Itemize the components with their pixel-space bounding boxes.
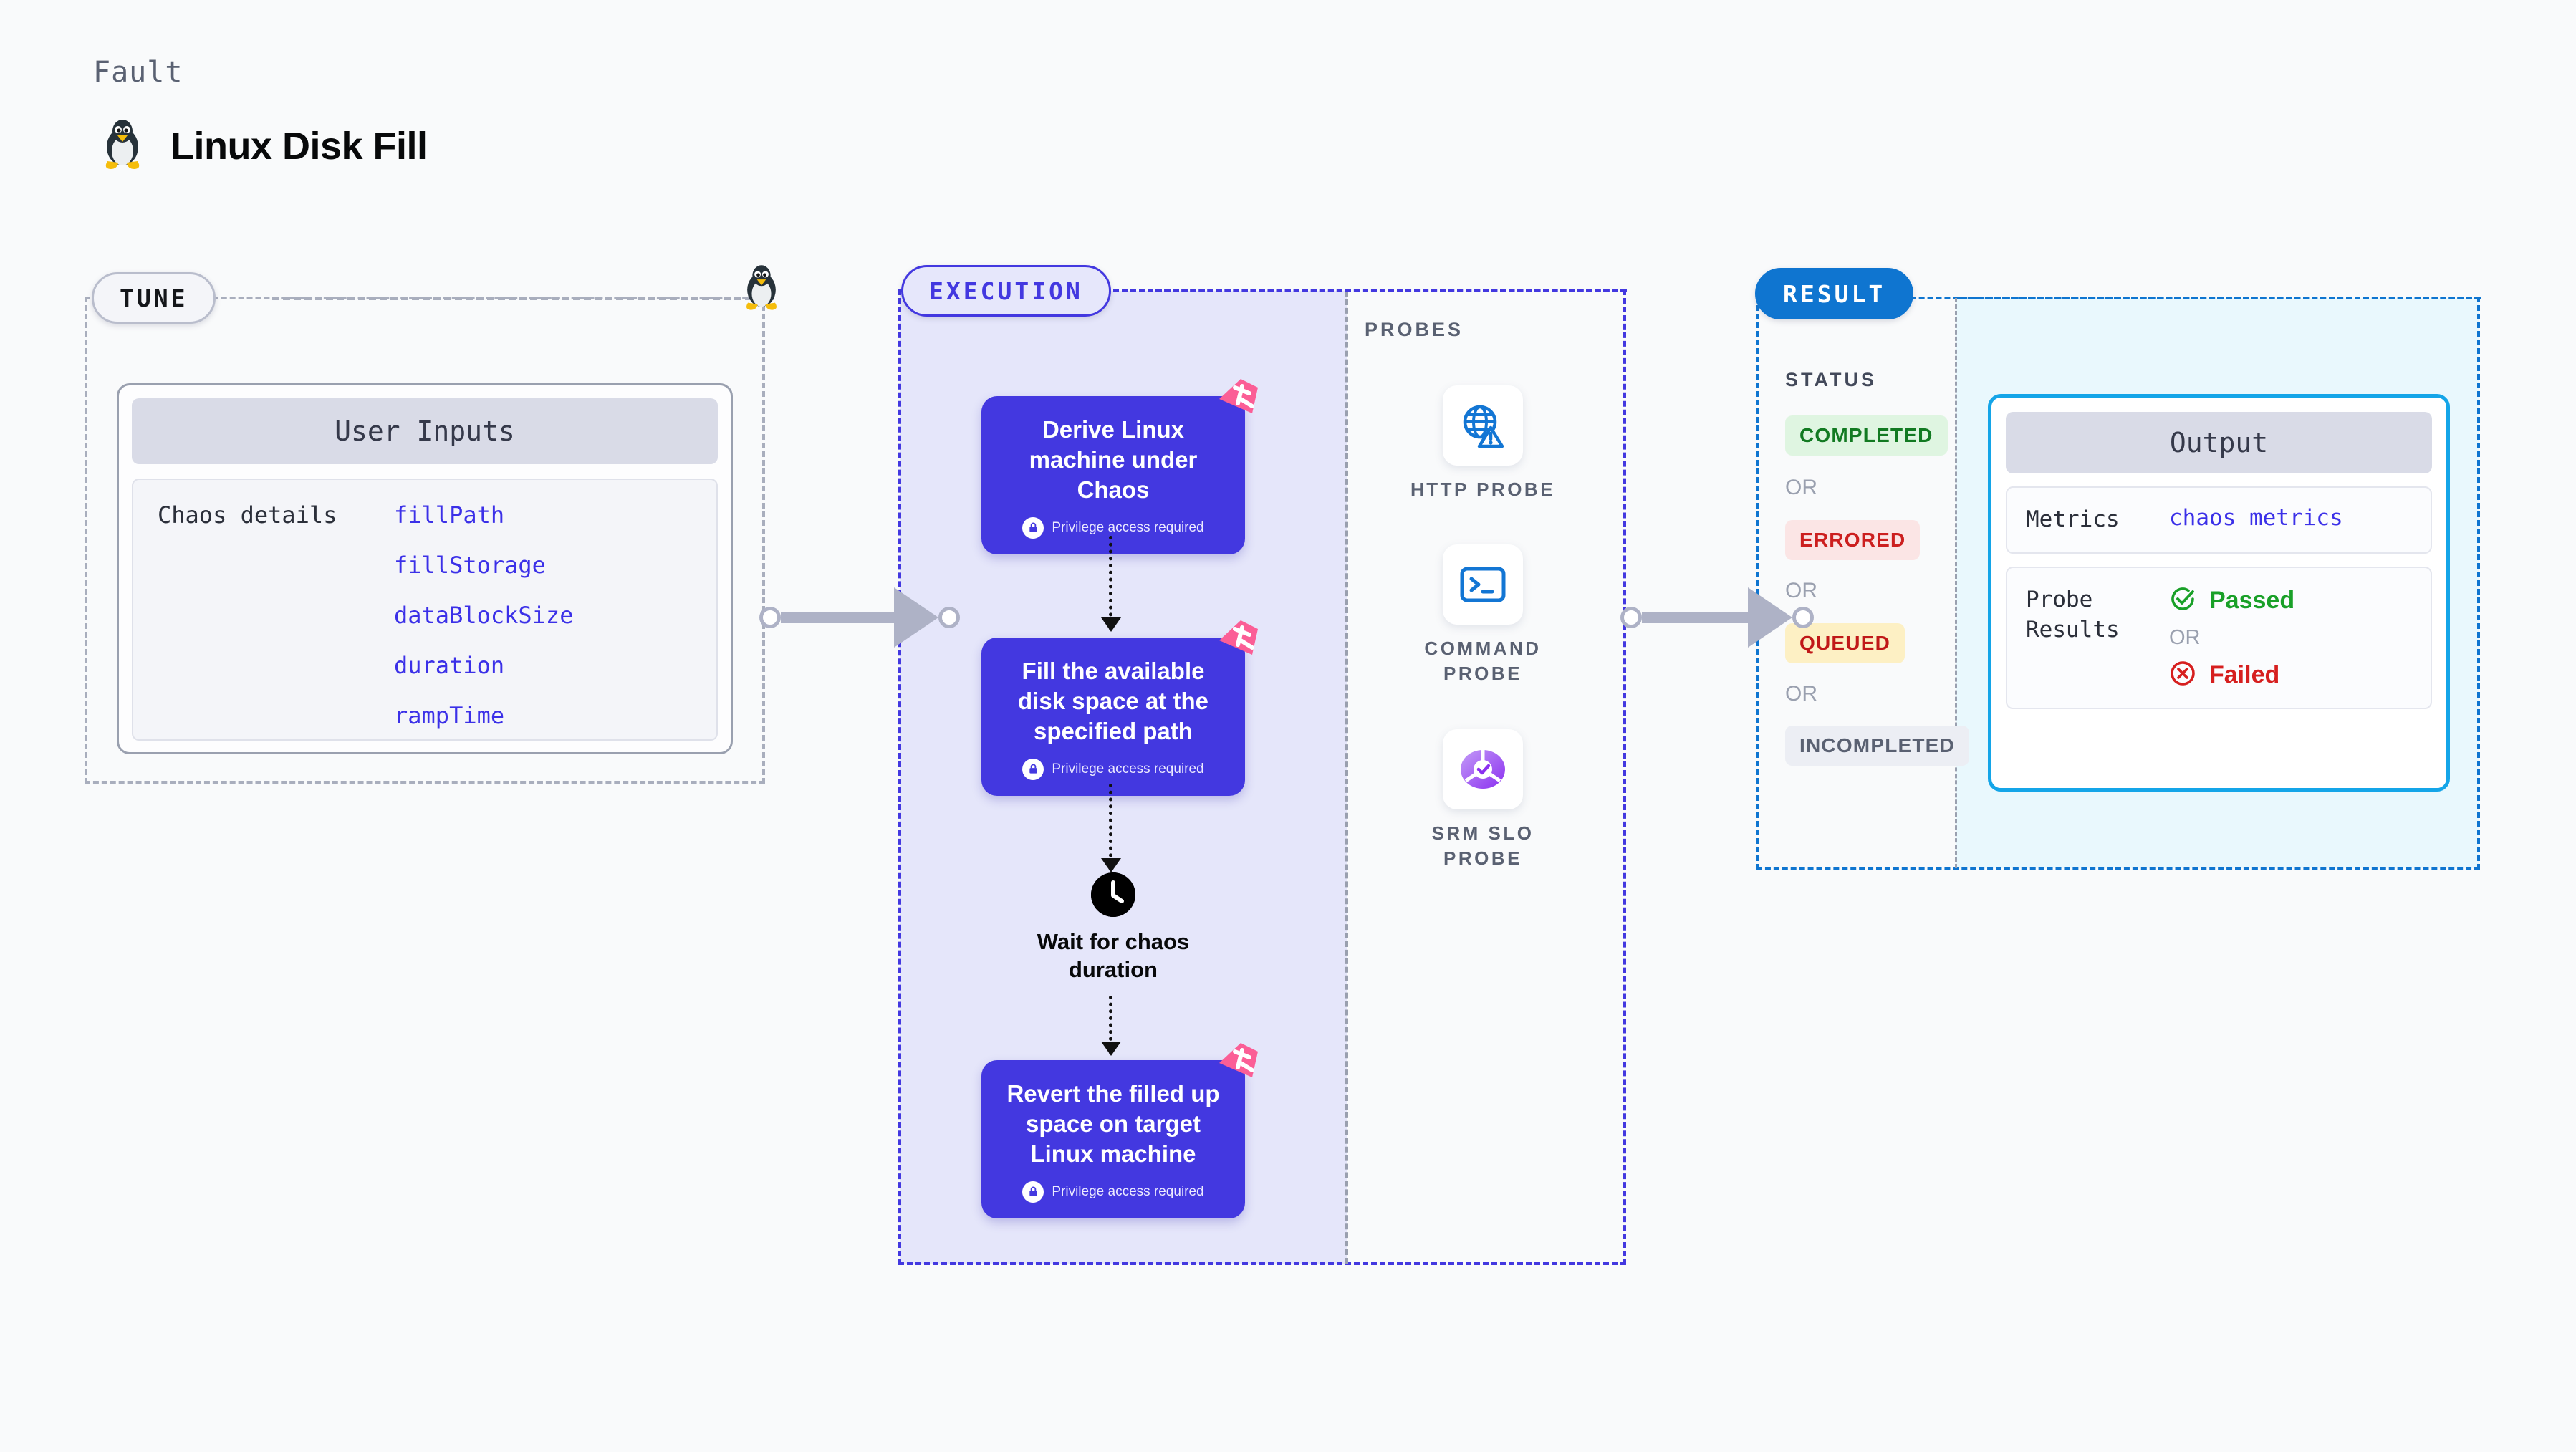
lock-icon xyxy=(1022,516,1044,539)
page-title: Linux Disk Fill xyxy=(100,118,428,173)
flow-arrow-line xyxy=(1109,996,1112,1054)
execution-step-card[interactable]: Revert the filled up space on target Lin… xyxy=(981,1043,1258,1218)
linux-penguin-icon xyxy=(741,264,782,314)
lock-icon xyxy=(1022,758,1044,780)
flow-arrow-line xyxy=(1109,536,1112,630)
probes-divider xyxy=(1345,291,1348,1264)
flow-arrow-tip xyxy=(1101,1042,1121,1056)
connector-tune-to-execution xyxy=(759,587,960,648)
passed-label: Passed xyxy=(2209,586,2295,614)
connector-execution-to-result xyxy=(1620,587,1814,648)
failed-label: Failed xyxy=(2209,660,2280,688)
status-title: STATUS xyxy=(1785,369,1877,390)
execution-step-card[interactable]: Derive Linux machine under Chaos Privile… xyxy=(981,379,1258,554)
flow-arrow-tip xyxy=(1101,858,1121,872)
probe-srm-slo-label: SRM SLO PROBE xyxy=(1431,822,1534,870)
connector-end-dot xyxy=(1792,607,1814,628)
status-badge-errored: ERRORED xyxy=(1785,520,1921,560)
chaos-ribbon-icon xyxy=(1216,619,1261,659)
execution-pill-label: EXECUTION xyxy=(901,265,1111,317)
probes-title: PROBES xyxy=(1365,319,1464,340)
status-badge-queued: QUEUED xyxy=(1785,623,1905,663)
output-card: Output Metrics chaos metrics Probe Resul… xyxy=(1988,394,2450,792)
output-probe-results-label: Probe Results xyxy=(2026,586,2120,643)
param-duration: duration xyxy=(394,652,505,679)
output-metrics-value: chaos metrics xyxy=(2169,505,2343,531)
probe-result-passed: Passed xyxy=(2169,585,2294,616)
privilege-text: Privilege access required xyxy=(1052,519,1204,535)
result-divider xyxy=(1955,298,1957,868)
connector-shaft xyxy=(1642,612,1749,623)
probe-result-failed: Failed xyxy=(2169,660,2294,691)
output-metrics-label: Metrics xyxy=(2026,506,2120,532)
connector-start-dot xyxy=(1620,607,1642,628)
output-probe-results-row: Probe Results Passed OR xyxy=(2006,566,2432,709)
user-inputs-card: User Inputs Chaos details fillPath fillS… xyxy=(117,383,733,754)
page-title-text: Linux Disk Fill xyxy=(170,124,428,168)
probe-srm-slo[interactable]: SRM SLO PROBE xyxy=(1390,729,1576,871)
privilege-text: Privilege access required xyxy=(1052,761,1204,777)
check-circle-icon xyxy=(2169,585,2196,616)
output-metrics-row: Metrics chaos metrics xyxy=(2006,486,2432,554)
terminal-icon xyxy=(1443,544,1523,625)
slo-donut-check-icon xyxy=(1443,729,1523,809)
param-datablocksize: dataBlockSize xyxy=(394,602,574,629)
probe-result-or-label: OR xyxy=(2169,625,2201,649)
status-badge-completed: COMPLETED xyxy=(1785,415,1948,456)
flow-arrow-tip xyxy=(1101,617,1121,632)
status-or-label: OR xyxy=(1785,682,1817,706)
chaos-ribbon-icon xyxy=(1216,378,1261,418)
connector-arrowhead xyxy=(894,587,938,648)
output-title: Output xyxy=(2006,412,2432,473)
privilege-note: Privilege access required xyxy=(997,1181,1229,1203)
execution-step-title: Revert the filled up space on target Lin… xyxy=(1006,1080,1220,1168)
tune-pill-label: TUNE xyxy=(92,272,216,324)
probe-http-label: HTTP PROBE xyxy=(1410,479,1556,500)
result-pill-label: RESULT xyxy=(1755,268,1914,319)
execution-top-dashed-line xyxy=(1155,289,1627,292)
execution-step-title: Derive Linux machine under Chaos xyxy=(1029,416,1198,504)
wait-step-label: Wait for chaos duration xyxy=(1037,929,1190,982)
privilege-text: Privilege access required xyxy=(1052,1183,1204,1199)
user-inputs-title: User Inputs xyxy=(132,398,718,464)
probe-command-label: COMMAND PROBE xyxy=(1424,638,1542,685)
execution-step-card[interactable]: Fill the available disk space at the spe… xyxy=(981,620,1258,796)
probe-results-values: Passed OR Failed xyxy=(2169,585,2294,691)
connector-end-dot xyxy=(938,607,960,628)
wait-for-chaos-duration-step: Wait for chaos duration xyxy=(1001,872,1225,984)
probe-command[interactable]: COMMAND PROBE xyxy=(1390,544,1576,686)
globe-warning-icon xyxy=(1443,385,1523,466)
user-inputs-body: Chaos details fillPath fillStorage dataB… xyxy=(132,479,718,741)
lock-icon xyxy=(1022,1181,1044,1203)
status-or-label: OR xyxy=(1785,476,1817,499)
param-fillstorage: fillStorage xyxy=(394,552,546,579)
result-top-dashed-line xyxy=(1959,297,2481,299)
fault-eyebrow: Fault xyxy=(93,56,183,89)
chaos-ribbon-icon xyxy=(1216,1042,1261,1082)
probe-http[interactable]: HTTP PROBE xyxy=(1390,385,1576,502)
tune-connector-dashed-line xyxy=(272,297,774,300)
clock-icon xyxy=(1091,872,1135,917)
privilege-note: Privilege access required xyxy=(997,516,1229,539)
chaos-details-params: fillPath fillStorage dataBlockSize durat… xyxy=(394,501,574,729)
status-badge-incompleted: INCOMPLETED xyxy=(1785,726,1969,766)
x-circle-icon xyxy=(2169,660,2196,691)
flow-arrow-line xyxy=(1109,784,1112,871)
connector-arrowhead xyxy=(1748,587,1792,648)
linux-penguin-icon xyxy=(100,118,145,173)
privilege-note: Privilege access required xyxy=(997,758,1229,780)
connector-start-dot xyxy=(759,607,781,628)
chaos-details-label: Chaos details xyxy=(158,501,337,529)
connector-shaft xyxy=(781,612,895,623)
execution-step-title: Fill the available disk space at the spe… xyxy=(1018,658,1208,745)
param-fillpath: fillPath xyxy=(394,501,505,529)
param-ramptime: rampTime xyxy=(394,702,505,729)
